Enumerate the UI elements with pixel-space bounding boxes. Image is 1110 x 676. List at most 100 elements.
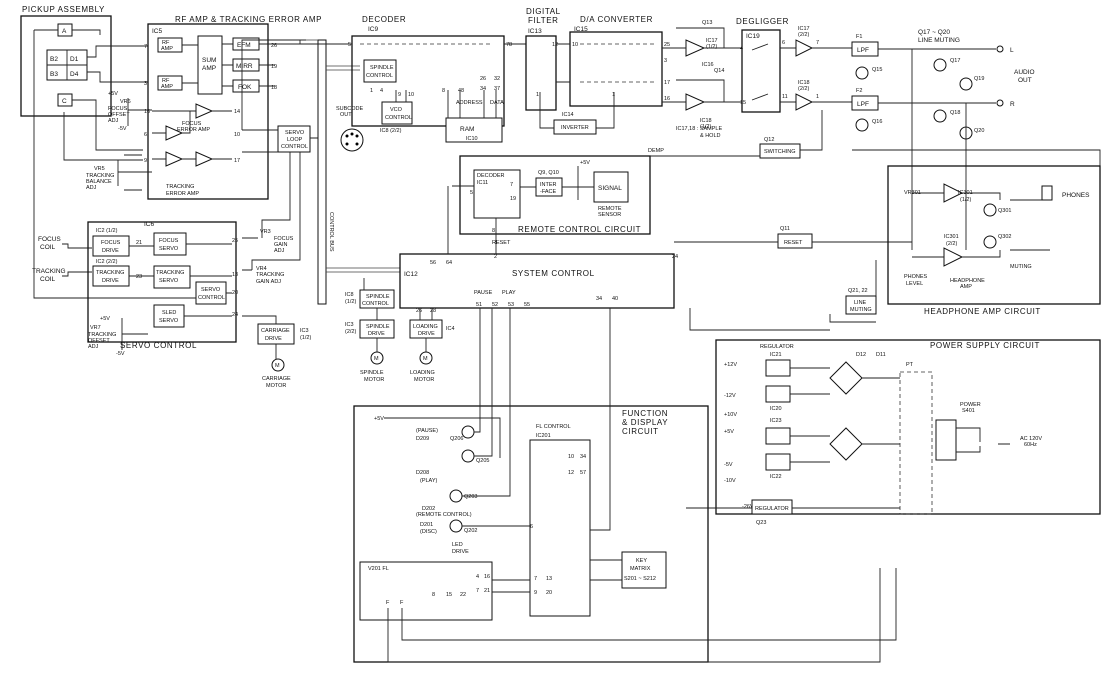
system-ic12-label: IC12 [404,271,418,278]
func-ic201-label: IC201 [536,433,551,439]
system-pause-label: PAUSE [474,290,493,296]
dsp-ic19-label: IC19 [746,33,760,40]
remote-q9-label: Q9, Q10 [538,170,559,176]
servo-blocks-ic6-label: IC6 [144,221,155,228]
dac-title: D/A CONVERTER [580,15,653,24]
power-m5-label: -5V [724,462,733,468]
system-line-mute-2-label: MUTING [850,307,872,313]
adj-vr5-label: VR5 [94,166,105,172]
func-key-2-label: MATRIX [630,566,651,572]
servo-blocks-servo-loop-1-label: SERVO [285,130,305,136]
system-loading-1-label: LOADING [413,324,438,330]
pins-v201-p6-label: 15 [446,592,452,598]
system-reset-label: RESET [492,240,511,246]
dsp-sample-2-label: & HOLD [700,133,721,139]
adj-vr7-2-label: OFFSET [88,338,110,344]
func-key-1-label: KEY [636,558,647,564]
func-key-3-label: S201 ~ S212 [624,576,656,582]
pickup-c-label: C [62,98,67,105]
dsp-lpf-label: LPF [857,47,869,54]
dsp-q16-label: Q16 [872,119,882,125]
pins-ic9-p3-label: 1 [370,88,373,94]
power-s401-1-label: POWER [960,402,981,408]
decoder-vco-2-label: CONTROL [385,115,412,121]
adj-vr4-2-label: GAIN ADJ [256,279,281,285]
dsp-switching-label: SWITCHING [764,149,795,155]
pins-ic9-p8-label: 32 [494,76,500,82]
power-p10-label: +10V [724,412,737,418]
headphone-phones-label: PHONES [1062,192,1090,199]
dsp-ic17b-label: IC17 [798,26,810,32]
headphone-level-2-label: LEVEL [906,281,923,287]
func-q205-label: Q205 [476,458,489,464]
power-s401-2-label: S401 [962,408,975,414]
pins-ic5-p1-label: 7 [144,44,147,50]
pins-ic201-p3-label: 12 [568,470,574,476]
system-ic4-label: IC4 [446,326,455,332]
pins-ic4-p2-label: 28 [430,308,436,314]
dsp-r-label: R [1010,101,1015,108]
func-q203-label: Q203 [464,494,477,500]
remote-iface-2-label: -FACE [540,189,557,195]
system-spindle-drv-ic-label: IC3 [345,322,354,328]
headphone-muting-label: MUTING [1010,264,1032,270]
servo-blocks-servo-loop-3-label: CONTROL [281,144,308,150]
pins-ic15-p5-label: 17 [664,80,670,86]
pins-ic5-p3-label: 26 [271,43,277,49]
ic5-rf-amp1-label: RF [162,78,170,84]
pickup-focus-coil-2-label: COIL [40,244,56,251]
pins-ic11-p4-label: 5 [470,190,473,196]
pickup-b3-label: B3 [50,71,58,78]
pins-ic19-p2-label: 6 [782,40,785,46]
pins-ic5-p8-label: 6 [144,132,147,138]
sections-control-bus-label: CONTROL BUS [328,212,334,252]
dsp-ic18a-2-label: (1/2) [700,124,711,130]
servo-blocks-carriage-motor-2-label: MOTOR [266,383,286,389]
decoder-ic8-label: IC8 (2/2) [380,128,402,134]
power-pt-label: PT [906,362,914,368]
ic5-rf-amp2-label: AMP [161,46,173,52]
pins-ic5-p5-label: 18 [271,85,277,91]
servo-blocks-ic2a-label: IC2 (1/2) [96,228,118,234]
dsp-ic18b-2-label: (2/2) [798,86,809,92]
remote-decoder-label: DECODER [477,173,505,179]
decoder-ic10-label: IC10 [466,136,478,142]
remote-ic11-label: IC11 [477,180,488,186]
pins-ic15-p3-label: 25 [664,42,670,48]
remote-signal-label: SIGNAL [598,185,622,192]
power-d11-label: D11 [876,352,886,358]
dsp-f1-label: F1 [856,34,862,40]
servo-loop-control: SERVO LOOP CONTROL VR3 FOCUS GAIN ADJ VR… [242,125,318,389]
adj-vr5-3-label: ADJ [86,185,97,191]
servo-blocks-m-label: M [423,356,428,362]
pins-ic19-p3-label: 15 [740,100,746,106]
pins-ic12-p9-label: 34 [596,296,602,302]
headphone-amp-section: HEADPHONE AMP CIRCUIT VR301 IC301 (1/2) … [887,165,1101,316]
adj-vr5-2-label: BALANCE [86,179,112,185]
system-loading-motor-2-label: MOTOR [414,377,434,383]
pickup-assembly-section: PICKUP ASSEMBLY A C B2 D1 B3 D4 [20,5,148,299]
dsp-ic17b-2-label: (2/2) [798,32,809,38]
headphone-ic301a-2-label: (1/2) [960,197,971,203]
pins-ic19-p1-label: 4 [740,46,743,52]
pickup-a-label: A [62,28,67,35]
headphone-hp-amp-2-label: AMP [960,284,972,290]
pins-ic201-p4-label: 57 [580,470,586,476]
servo-blocks-ic2a-2-label: DRIVE [102,248,119,254]
servo-blocks-carriage-2-label: DRIVE [265,336,282,342]
pins-ic6-p6-label: 13 [232,272,238,278]
pickup-tracking-coil-1-label: TRACKING [32,268,66,275]
dac-section: DIGITAL FILTER IC13 D/A CONVERTER IC15 I… [525,7,663,135]
decoder-data-label: DATA [490,100,504,106]
pins-vco-p1-label: 9 [398,92,401,98]
func-fl-control-label: FL CONTROL [536,424,571,430]
pins-ic5-p4-label: 19 [271,64,277,70]
remote-sensor-1-label: REMOTE [598,206,622,212]
output-section: SWITCHING Q12 DEMP LPF F1 LPF F2 Q15 Q16… [640,29,1101,250]
pins-ic12-p3-label: 64 [446,260,452,266]
sections-audio-out-2-label: OUT [1018,77,1032,84]
pins-ic12-p8-label: 55 [524,302,530,308]
pickup-title: PICKUP ASSEMBLY [22,5,105,14]
func-p5v-label: +5V [374,416,384,422]
